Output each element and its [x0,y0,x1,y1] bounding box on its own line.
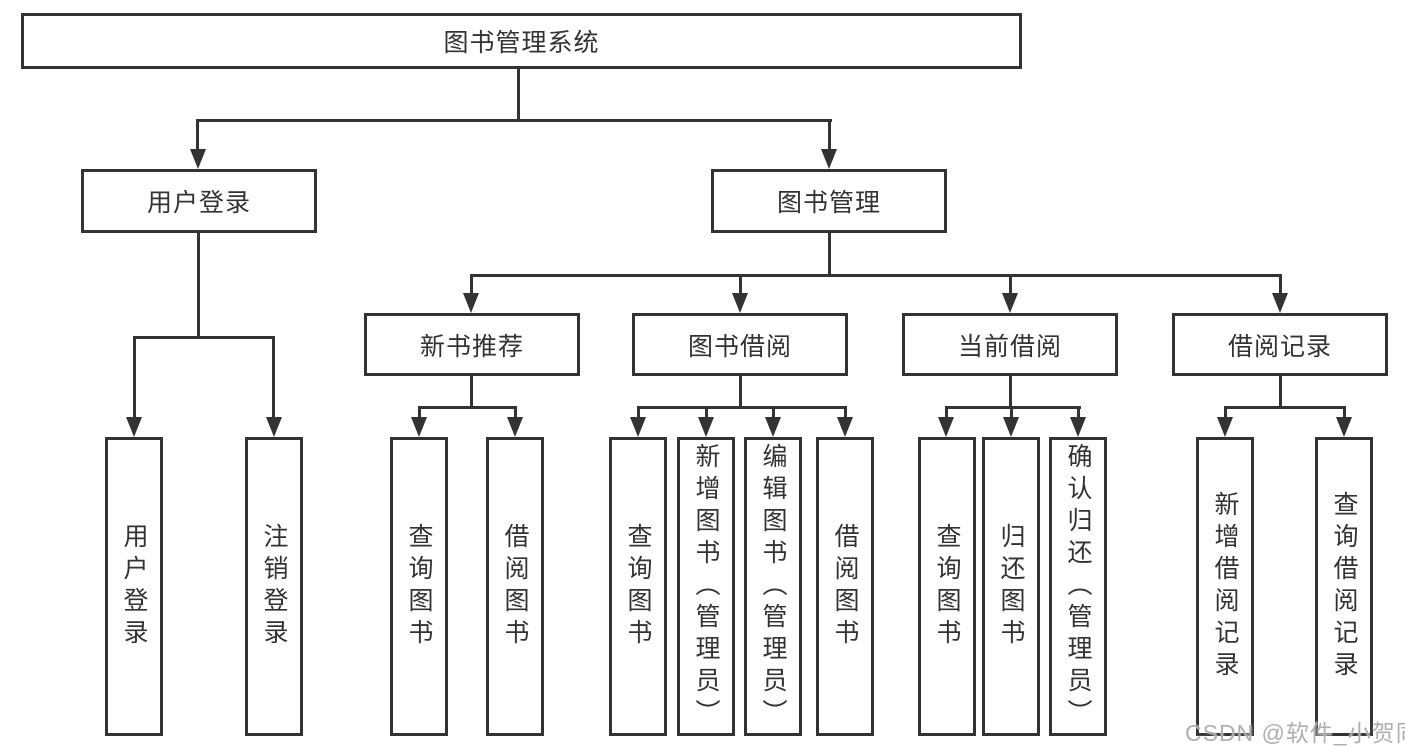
arrowhead-nb-borrow [507,417,523,437]
connector-nb-borrow-drop [514,406,517,420]
arrowhead-logout [266,417,282,437]
leaf-br-add-record: 新增借阅记录 [1196,437,1254,736]
connector-new-book-bar [418,406,517,409]
connector-user-login-bar [133,336,275,339]
arrowhead-user-login [190,149,206,169]
leaf-nb-borrow-books: 借阅图书 [486,437,544,736]
arrowhead-borrow-records [1272,293,1288,313]
leaf-br-query-record: 查询借阅记录 [1315,437,1373,736]
connector-book-borrow-drop [739,274,742,296]
arrowhead-bb-add [698,417,714,437]
connector-user-login-stem [197,233,200,339]
leaf-bb-edit-books-admin: 编辑图书（管理员） [744,437,802,736]
connector-current-borrow-drop [1009,274,1012,296]
connector-cb-return-drop [1010,406,1013,420]
connector-book-borrow-stem [739,376,742,409]
leaf-user-login: 用户登录 [105,437,163,736]
connector-current-borrow-bar [945,406,1081,409]
node-borrowing-records: 借阅记录 [1172,313,1388,376]
connector-bb-edit-drop [772,406,775,420]
connector-cb-query-drop [945,406,948,420]
connector-borrow-records-drop [1279,274,1282,296]
arrowhead-new-book [463,293,479,313]
connector-level2-bar [196,119,832,122]
connector-book-mgmt-drop [828,119,831,151]
connector-book-borrow-bar [637,406,847,409]
node-current-borrowing: 当前借阅 [902,313,1118,376]
arrowhead-login [126,417,142,437]
connector-nb-query-drop [418,406,421,420]
connector-bb-add-drop [705,406,708,420]
leaf-cb-confirm-return-admin: 确认归还（管理员） [1049,437,1107,736]
leaf-nb-query-books: 查询图书 [390,437,448,736]
arrowhead-bb-borrow [837,417,853,437]
connector-root-stem [517,69,520,122]
connector-cb-confirm-drop [1077,406,1080,420]
connector-login-drop [133,336,136,420]
arrowhead-current-borrow [1002,293,1018,313]
arrowhead-br-query [1336,417,1352,437]
node-new-book-recommend: 新书推荐 [364,313,580,376]
node-book-management: 图书管理 [711,169,947,233]
connector-new-book-stem [470,376,473,409]
arrowhead-cb-confirm [1070,417,1086,437]
arrowhead-br-add [1217,417,1233,437]
connector-borrow-records-stem [1279,376,1282,409]
arrowhead-book-borrow [732,293,748,313]
node-book-management-system: 图书管理系统 [21,13,1022,69]
arrowhead-nb-query [411,417,427,437]
leaf-cb-query-books: 查询图书 [918,437,976,736]
arrowhead-book-mgmt [821,149,837,169]
connector-current-borrow-stem [1009,376,1012,409]
node-user-login: 用户登录 [81,169,317,233]
node-book-borrowing: 图书借阅 [632,313,848,376]
connector-br-add-drop [1224,406,1227,420]
arrowhead-cb-return [1003,417,1019,437]
leaf-cb-return-books: 归还图书 [982,437,1040,736]
leaf-bb-query-books: 查询图书 [609,437,667,736]
connector-book-mgmt-stem [828,233,831,277]
arrowhead-cb-query [938,417,954,437]
connector-bb-query-drop [637,406,640,420]
connector-new-book-drop [470,274,473,296]
connector-borrow-records-bar [1224,406,1346,409]
connector-bb-borrow-drop [844,406,847,420]
connector-user-login-drop [196,119,199,151]
leaf-bb-borrow-books: 借阅图书 [816,437,874,736]
connector-level3-bar [470,274,1282,277]
arrowhead-bb-edit [765,417,781,437]
connector-br-query-drop [1343,406,1346,420]
csdn-watermark: CSDN @软件_小贺同学 [1185,720,1405,746]
connector-logout-drop [272,336,275,420]
leaf-logout: 注销登录 [245,437,303,736]
arrowhead-bb-query [630,417,646,437]
leaf-bb-add-books-admin: 新增图书（管理员） [677,437,735,736]
